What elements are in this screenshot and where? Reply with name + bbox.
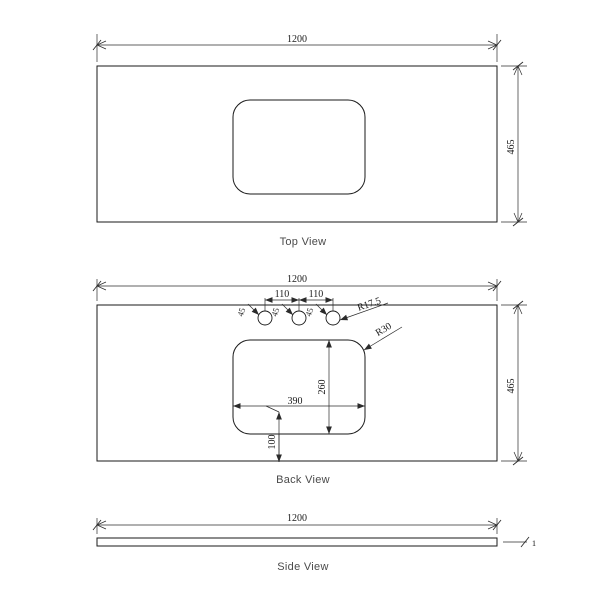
back-view-height-value: 465 xyxy=(506,379,517,394)
side-view-slab-outline xyxy=(96,537,498,547)
back-view-slab-outline xyxy=(96,304,498,462)
hole-diameter-value-3: 45 xyxy=(303,306,315,317)
top-view-slab-outline xyxy=(96,65,498,223)
side-view-width-value: 1200 xyxy=(287,513,307,524)
top-view-group xyxy=(92,34,527,227)
back-view-basin-outline xyxy=(232,339,366,435)
side-view-thickness-dimension xyxy=(503,536,530,548)
top-view-width-dimension xyxy=(92,34,502,62)
top-view-height-dimension xyxy=(501,61,527,227)
basin-height-value: 260 xyxy=(317,380,328,395)
back-view-label: Back View xyxy=(276,474,330,486)
corner-radius-value: R30 xyxy=(374,321,394,339)
back-view-height-dimension xyxy=(501,300,527,466)
top-view-basin-cutout xyxy=(232,99,366,195)
hole-spacing-dimensions xyxy=(264,297,334,311)
top-view-label: Top View xyxy=(280,236,327,248)
back-view-width-value: 1200 xyxy=(287,274,307,285)
hole-diameter-value-2: 45 xyxy=(269,306,281,317)
corner-radius-leader xyxy=(363,326,403,351)
side-view-label: Side View xyxy=(277,561,328,573)
back-view-group xyxy=(92,279,527,466)
hole-spacing-value-1: 110 xyxy=(275,289,290,300)
hole-radius-leader xyxy=(339,302,389,321)
top-view-height-value: 465 xyxy=(506,140,517,155)
basin-bottom-offset-dimension xyxy=(265,405,282,462)
side-view-width-dimension xyxy=(92,518,502,534)
side-view-group xyxy=(92,518,530,548)
back-view-width-dimension xyxy=(92,279,502,301)
top-view-width-value: 1200 xyxy=(287,34,307,45)
hole-diameter-value-1: 45 xyxy=(235,306,247,317)
hole-diameter-leaders xyxy=(247,303,328,316)
basin-width-value: 390 xyxy=(288,396,303,407)
basin-bottom-offset-value: 100 xyxy=(267,435,278,450)
side-view-thickness-value: 1 xyxy=(532,538,536,548)
hole-spacing-value-2: 110 xyxy=(309,289,324,300)
hole-radius-value: R17.5 xyxy=(356,296,382,314)
